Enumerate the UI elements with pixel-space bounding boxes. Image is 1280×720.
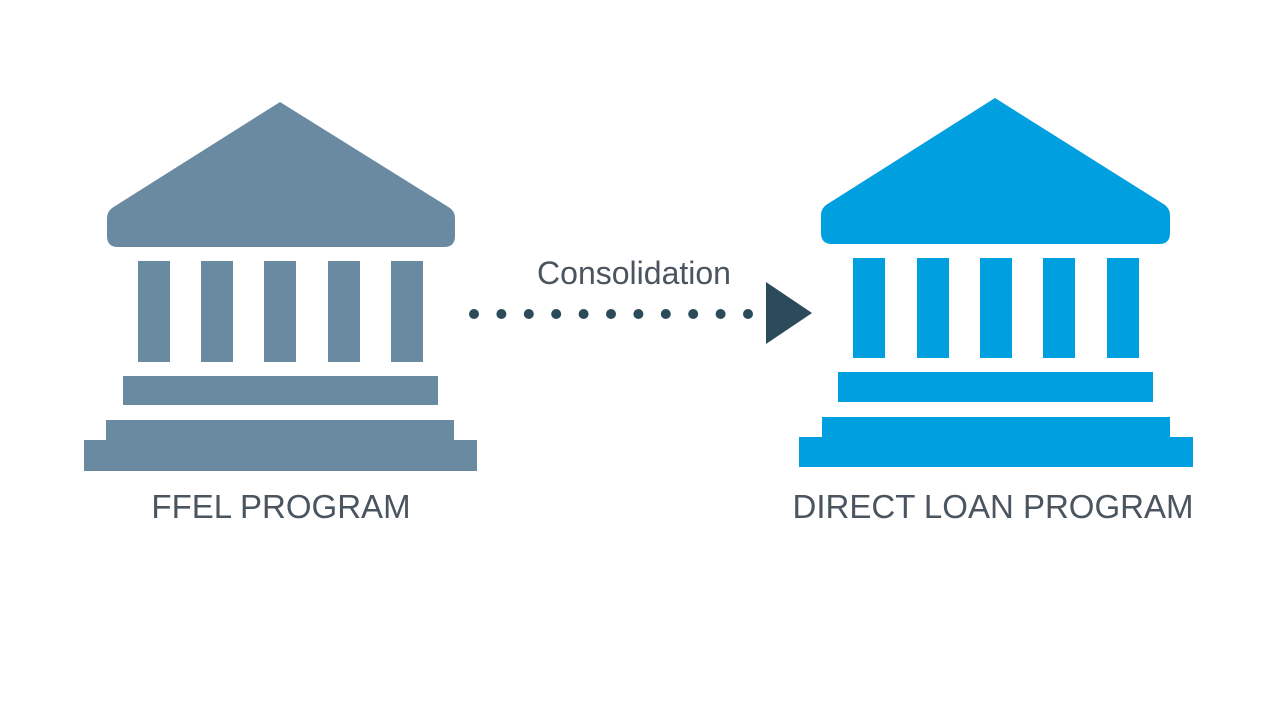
ffel-step-lower [84,440,477,471]
direct-loan-column [980,258,1012,358]
ffel-program-label: FFEL PROGRAM [151,488,410,525]
connector-dot [469,309,479,319]
direct-loan-step-lower [799,437,1193,467]
ffel-column [138,261,170,362]
ffel-bank-building-icon [84,102,477,471]
direct-loan-program-label: DIRECT LOAN PROGRAM [793,488,1194,525]
consolidation-arrow [469,309,753,319]
direct-loan-beam [838,372,1153,402]
connector-dot [578,309,589,319]
connector-dot [606,309,616,319]
connector-dot [743,309,753,319]
connector-dot [688,309,699,319]
ffel-roof [107,102,455,247]
arrowhead-icon [766,282,812,344]
direct-loan-column [853,258,885,358]
connector-dot [523,309,534,319]
direct-loan-step-upper [822,417,1170,437]
connector-dot [551,309,562,319]
direct-loan-column [1107,258,1139,358]
ffel-column [391,261,423,362]
ffel-column [201,261,233,362]
connector-dot [496,309,507,319]
direct-loan-bank-building-icon [799,98,1193,467]
connector-dot [660,309,671,319]
direct-loan-roof [821,98,1170,244]
connector-dot [715,309,726,319]
ffel-column [264,261,296,362]
direct-loan-column [1043,258,1075,358]
connector-dot [633,309,644,319]
ffel-column [328,261,360,362]
ffel-beam [123,376,438,405]
ffel-step-upper [106,420,454,440]
consolidation-label: Consolidation [537,255,731,291]
direct-loan-column [917,258,949,358]
